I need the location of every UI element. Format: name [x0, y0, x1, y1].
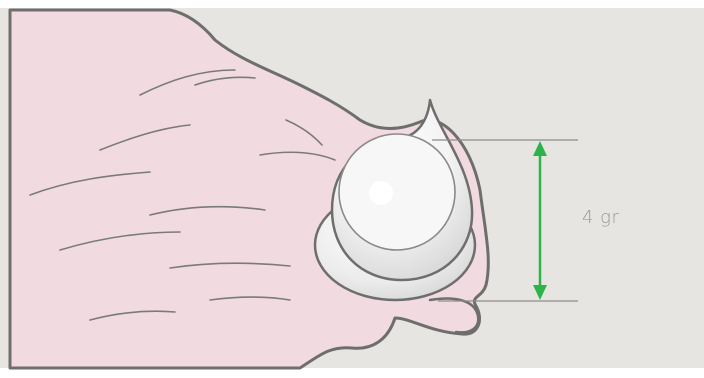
- measurement-label: 4 gr: [582, 207, 619, 228]
- cream-highlight-sphere: [339, 134, 455, 250]
- cream-shine: [369, 181, 393, 205]
- white-border-top: [0, 0, 704, 8]
